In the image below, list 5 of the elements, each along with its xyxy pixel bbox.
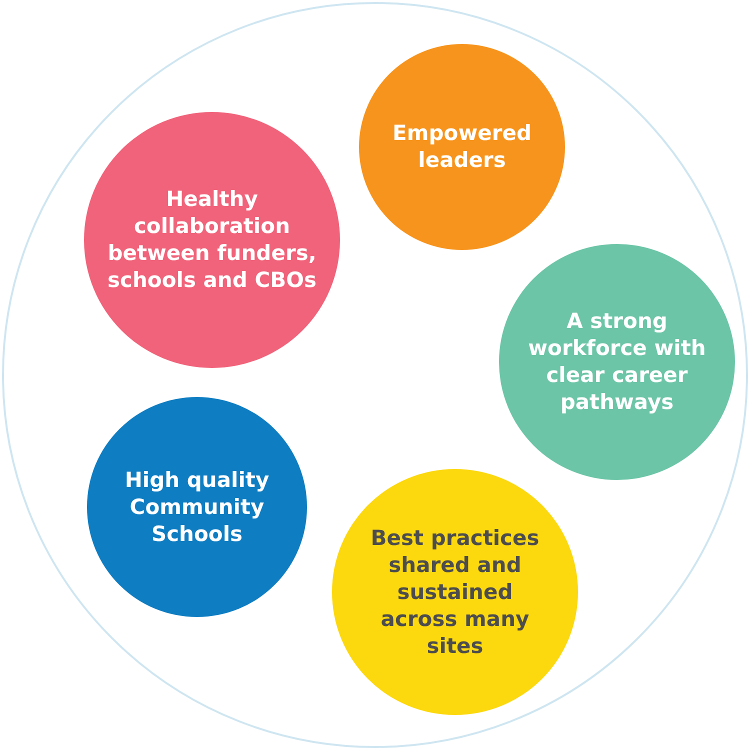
node-text: Empowered leaders — [392, 120, 532, 174]
node-text: High quality Community Schools — [124, 466, 270, 548]
node-text: Best practices shared and sustained across many sites — [370, 524, 540, 660]
node-text: Healthy collaboration between funders, schools and CBOs — [106, 186, 318, 294]
node-text: A strong workforce with clear career pathways — [527, 308, 707, 416]
